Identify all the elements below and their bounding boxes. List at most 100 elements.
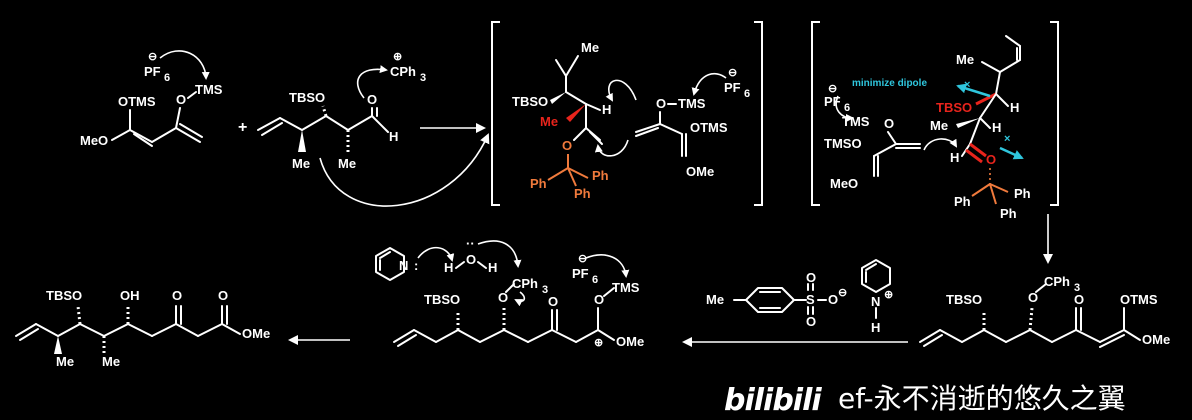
reactant-diene: ⊖ PF 6 O TMS OTMS MeO	[80, 50, 223, 148]
silyl-tms: TMS	[195, 82, 223, 97]
reag-o1: O	[806, 270, 816, 285]
arrow-big-curve	[319, 133, 490, 207]
reag-n: N	[871, 294, 880, 309]
ts2-me: Me	[956, 52, 974, 67]
otms-label: OTMS	[118, 94, 156, 109]
ts2-h3: H	[950, 150, 959, 165]
mid-colon: :	[414, 258, 418, 273]
reactant-aldehyde: ⊕ CPh 3 TBSO O H Me Me	[257, 51, 490, 207]
ts2-ph1: Ph	[954, 194, 971, 209]
ts2-pf-charge: ⊖	[828, 83, 837, 95]
product: TBSO OH O O OMe Me Me	[15, 288, 270, 369]
ts1-pf-sub: 6	[744, 88, 750, 100]
ts1-me-red: Me	[540, 114, 558, 129]
ts2-ph2: Ph	[1014, 186, 1031, 201]
mid-o-tms: O	[594, 292, 604, 307]
int-r-otms: OTMS	[1120, 292, 1158, 307]
prod-me1: Me	[56, 354, 74, 369]
counterion-label: PF	[144, 64, 161, 79]
mid-cph: CPh	[512, 276, 538, 291]
me-label-2: Me	[338, 156, 356, 171]
ts1-pf: PF	[724, 80, 741, 95]
mid-cph-sub: 3	[542, 284, 548, 296]
int-r-tbso: TBSO	[946, 292, 982, 307]
transition-state-2: minimize dipole Me ⊖ PF 6 TMS O TBSO H M…	[811, 21, 1059, 221]
tbso-label: TBSO	[289, 90, 325, 105]
ts2-me2: Me	[930, 118, 948, 133]
ts1-tms: TMS	[678, 96, 706, 111]
reagents-ppts: Me S O O O ⊖ N ⊕ H	[706, 259, 893, 335]
int-r-cph-sub: 3	[1074, 282, 1080, 294]
mid-tms: TMS	[612, 280, 640, 295]
watermark-logo: bilibili	[724, 383, 822, 418]
mid-oxo-charge: ⊕	[594, 337, 603, 349]
prod-o1: O	[172, 288, 182, 303]
prod-o2: O	[218, 288, 228, 303]
counterion-sub: 6	[164, 72, 170, 84]
mid-o-water: O	[466, 252, 476, 267]
mid-o: O	[498, 290, 508, 305]
trityl-sub: 3	[420, 72, 426, 84]
silyl-o: O	[176, 92, 186, 107]
mid-pf-sub: 6	[592, 274, 598, 286]
mid-pf: PF	[572, 266, 589, 281]
int-r-o: O	[1028, 290, 1038, 305]
arrow-pf6-to-tms	[159, 50, 210, 80]
me-label-1: Me	[292, 156, 310, 171]
watermark: bilibili ef-永不消逝的悠久之翼	[724, 382, 1126, 418]
ts1-me-top: Me	[581, 40, 599, 55]
aldehyde-o: O	[367, 92, 377, 107]
reag-h: H	[871, 320, 880, 335]
prod-me2: Me	[102, 354, 120, 369]
transition-state-1: Me TBSO H Me O Ph Ph Ph O TMS ⊖ PF 6	[491, 21, 763, 206]
reag-o-charge: ⊖	[838, 287, 847, 299]
plus-sign: +	[238, 119, 247, 136]
ts2-h: H	[1010, 100, 1019, 115]
ts1-h: H	[602, 102, 611, 117]
trityl-label: CPh	[390, 64, 416, 79]
ts2-o-red: O	[986, 152, 996, 167]
ts2-h2: H	[992, 120, 1001, 135]
mid-pf-charge: ⊖	[578, 253, 587, 265]
prod-oh: OH	[120, 288, 140, 303]
int-r-ome: OMe	[1142, 332, 1170, 347]
reag-o2: O	[806, 314, 816, 329]
ts1-tbso: TBSO	[512, 94, 548, 109]
ts2-meo: MeO	[830, 176, 858, 191]
ts2-tmso: TMSO	[824, 136, 862, 151]
ts2-ph3: Ph	[1000, 206, 1017, 221]
ts2-o: O	[884, 116, 894, 131]
mid-ome: OMe	[616, 334, 644, 349]
ts1-ome: OMe	[686, 164, 714, 179]
ts1-o: O	[656, 96, 666, 111]
counterion-charge: ⊖	[148, 51, 157, 63]
mid-h2: H	[488, 260, 497, 275]
mid-n: N	[399, 258, 408, 273]
ts2-x1: ×	[964, 79, 970, 91]
ts1-ph1: Ph	[530, 176, 547, 191]
ts1-ph2: Ph	[592, 168, 609, 183]
mid-ketone-o: O	[548, 294, 558, 309]
ts2-note: minimize dipole	[852, 78, 927, 89]
prod-tbso: TBSO	[46, 288, 82, 303]
int-r-ketone-o: O	[1074, 292, 1084, 307]
reag-me: Me	[706, 292, 724, 307]
reag-n-charge: ⊕	[884, 289, 893, 301]
intermediate-mid: N : H ·· O H CPh 3 O ⊖ PF 6 O TMS TBSO O…	[375, 236, 644, 349]
ts2-pf-sub: 6	[844, 102, 850, 114]
aldehyde-h: H	[389, 129, 398, 144]
ts2-x2: ×	[1004, 133, 1010, 145]
mid-h1: H	[444, 260, 453, 275]
ts1-otms: OTMS	[690, 120, 728, 135]
intermediate-right: TBSO O CPh 3 O OTMS OMe	[919, 274, 1170, 348]
ts2-tms: TMS	[842, 114, 870, 129]
ts2-tbso-red: TBSO	[936, 100, 972, 115]
trityl-charge: ⊕	[393, 51, 402, 63]
arrow-o-to-trityl	[356, 65, 388, 99]
ts1-pf-charge: ⊖	[728, 67, 737, 79]
reag-s: S	[806, 292, 815, 307]
ts1-o-orange: O	[562, 138, 572, 153]
mid-dots: ··	[466, 236, 475, 251]
mid-tbso: TBSO	[424, 292, 460, 307]
